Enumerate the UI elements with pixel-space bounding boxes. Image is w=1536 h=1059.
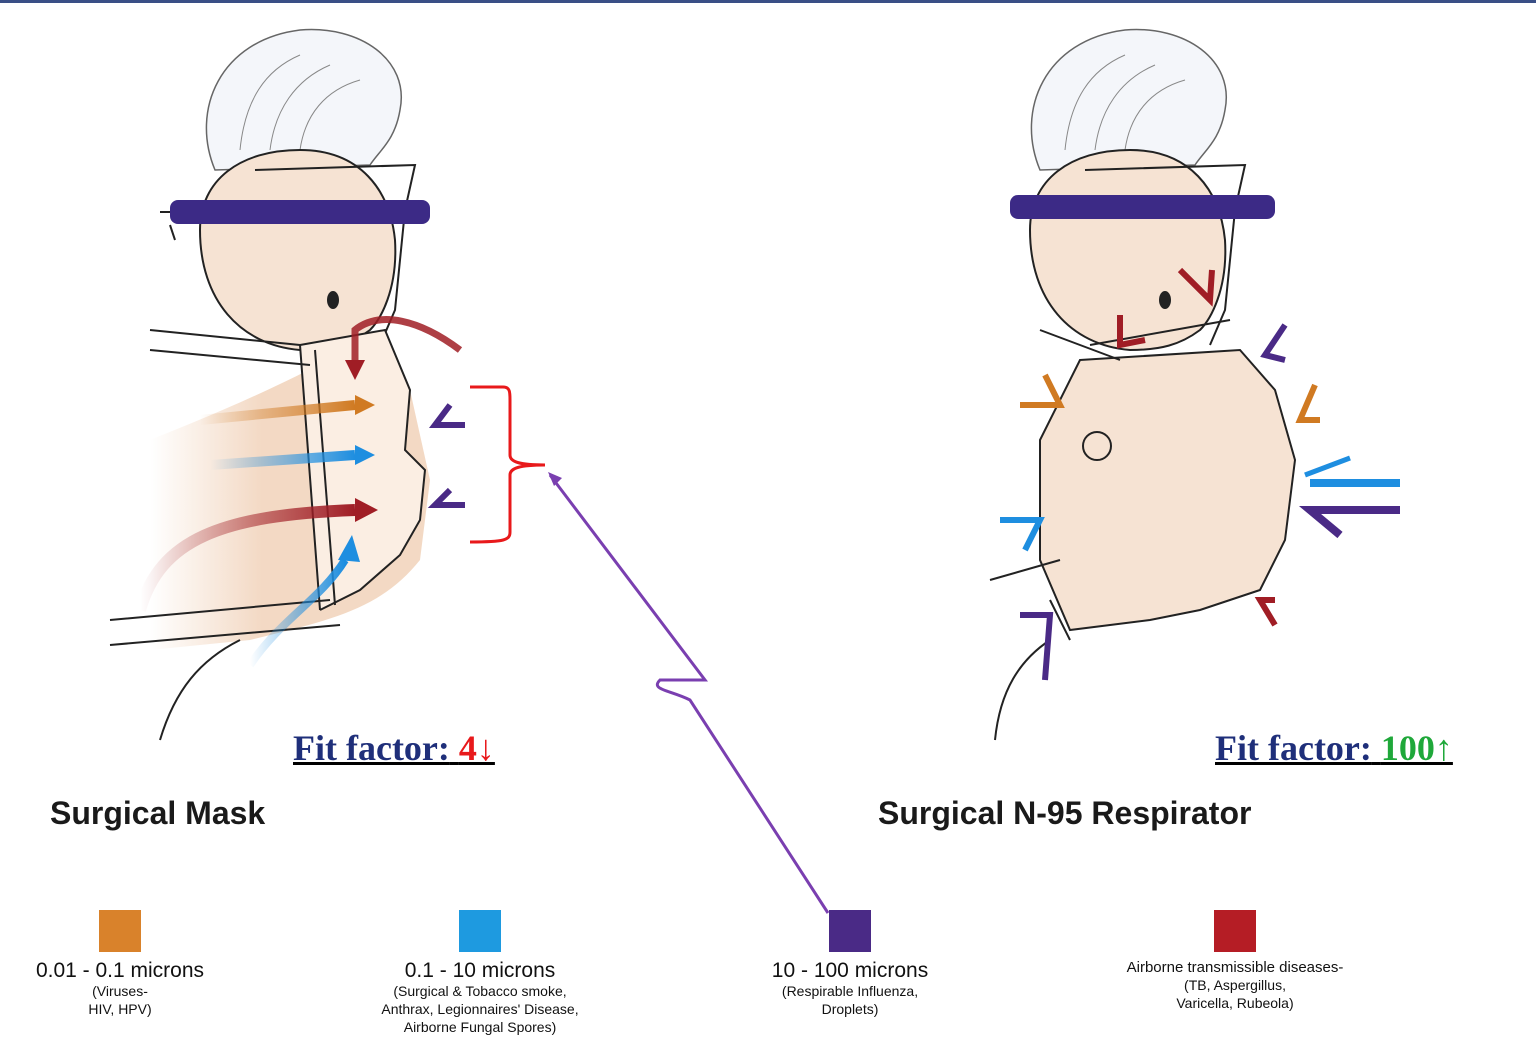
fit-factor-value: 100↑: [1381, 728, 1453, 768]
hair-cap-right: [1031, 30, 1226, 170]
red-deflect-arrow-right: [1260, 600, 1275, 625]
legend-item-red: Airborne transmissible diseases- (TB, As…: [1080, 910, 1390, 1012]
panel-title-surgical-mask: Surgical Mask: [50, 797, 265, 829]
fit-factor-label: Fit factor:: [1215, 728, 1372, 768]
legend-item-purple: 10 - 100 microns (Respirable Influenza, …: [730, 910, 970, 1018]
head-right: [1030, 150, 1225, 350]
fit-factor-n95: Fit factor: 100↑: [1215, 730, 1453, 766]
blue-deflect-arrow-right: [1000, 520, 1040, 550]
hair-cap-left: [206, 30, 401, 170]
pointer-line: [550, 475, 828, 913]
panel-title-n95: Surgical N-95 Respirator: [878, 797, 1251, 829]
legend-desc: (TB, Aspergillus, Varicella, Rubeola): [1080, 976, 1390, 1012]
purple-deflect-arrow-2: [435, 490, 465, 505]
legend-range: 0.01 - 0.1 microns: [0, 960, 240, 982]
shoulder-right: [995, 640, 1050, 740]
legend-swatch: [99, 910, 141, 952]
eye-right: [1159, 291, 1171, 309]
eye-left: [327, 291, 339, 309]
legend-swatch: [459, 910, 501, 952]
respirator-body: [1040, 350, 1295, 630]
respirator-valve: [1083, 432, 1111, 460]
headband-left: [170, 200, 430, 224]
legend-swatch: [829, 910, 871, 952]
purple-deflect-arrow-right-2: [1020, 615, 1050, 680]
purple-deflect-arrow-right-3: [1265, 325, 1285, 360]
orange-deflect-arrow-right-2: [1300, 385, 1320, 420]
red-bracket: [470, 387, 545, 542]
legend-range: 0.1 - 10 microns: [325, 960, 635, 982]
n95-figure: [990, 30, 1400, 740]
fit-factor-label: Fit factor:: [293, 728, 450, 768]
shoulder-left: [160, 640, 240, 740]
blue-incoming-arrowhead-right: [1305, 458, 1350, 475]
legend-item-orange: 0.01 - 0.1 microns (Viruses- HIV, HPV): [0, 910, 240, 1018]
legend-swatch: [1214, 910, 1256, 952]
fit-factor-value: 4↓: [459, 728, 495, 768]
orange-deflect-arrow-right: [1020, 375, 1060, 405]
fit-factor-surgical-mask: Fit factor: 4↓: [293, 730, 495, 766]
legend-item-blue: 0.1 - 10 microns (Surgical & Tobacco smo…: [325, 910, 635, 1037]
pointer-arrowhead: [548, 472, 562, 486]
purple-deflect-arrow-1: [435, 405, 465, 425]
surgical-mask-figure: [110, 30, 545, 740]
legend-range: Airborne transmissible diseases-: [1080, 960, 1390, 976]
legend-desc: (Respirable Influenza, Droplets): [730, 982, 970, 1018]
headband-right: [1010, 195, 1275, 219]
legend-desc: (Viruses- HIV, HPV): [0, 982, 240, 1018]
purple-deflect-arrow-right: [1310, 510, 1400, 535]
legend-desc: (Surgical & Tobacco smoke, Anthrax, Legi…: [325, 982, 635, 1037]
legend-range: 10 - 100 microns: [730, 960, 970, 982]
